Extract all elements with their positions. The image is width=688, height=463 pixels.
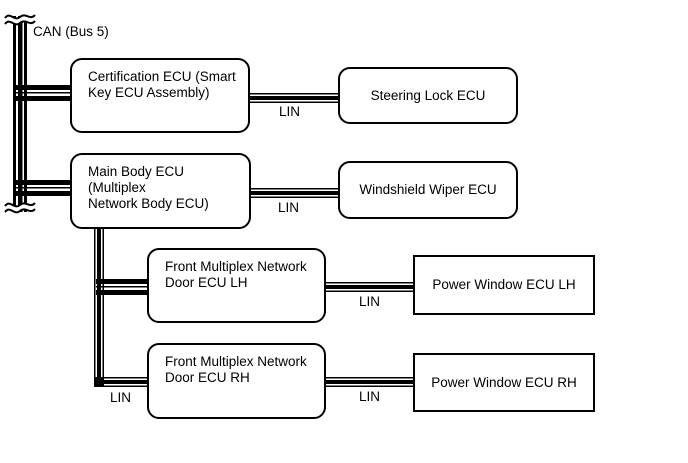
node-power-window-ecu-lh: Power Window ECU LH <box>413 255 595 315</box>
node-label-line: Door ECU LH <box>165 275 248 290</box>
lin-label: LIN <box>279 104 301 119</box>
bus-break-top-icon <box>4 14 36 26</box>
node-power-window-ecu-rh: Power Window ECU RH <box>413 353 595 412</box>
node-front-door-ecu-lh: Front Multiplex Network Door ECU LH <box>147 248 326 323</box>
node-certification-ecu: Certification ECU (Smart Key ECU Assembl… <box>70 58 250 133</box>
node-label-line: Windshield Wiper ECU <box>359 182 497 197</box>
node-label-line: Network Body ECU) <box>88 196 209 211</box>
lin-cable-doorlh-pwlh <box>325 282 414 292</box>
lin-label: LIN <box>278 200 300 215</box>
node-steering-lock-ecu: Steering Lock ECU <box>338 67 518 124</box>
node-label-line: Front Multiplex Network <box>165 354 307 369</box>
lin-elbow-corner <box>94 377 104 387</box>
lin-label: LIN <box>359 389 381 404</box>
lin-drop-front-door-lh <box>96 279 148 295</box>
lin-cable-mainbody-wiper <box>251 188 339 198</box>
bus-break-bottom-icon <box>4 202 36 214</box>
can-drop-certification <box>13 85 71 101</box>
node-label-line: Front Multiplex Network <box>165 259 307 274</box>
node-main-body-ecu: Main Body ECU (Multiplex Network Body EC… <box>70 153 251 229</box>
node-front-door-ecu-rh: Front Multiplex Network Door ECU RH <box>147 343 326 419</box>
lin-label: LIN <box>110 390 132 405</box>
node-windshield-wiper-ecu: Windshield Wiper ECU <box>338 161 518 219</box>
node-label-line: Main Body ECU (Multiplex <box>88 164 185 195</box>
node-label-line: Power Window ECU RH <box>431 374 577 390</box>
can-bus-label: CAN (Bus 5) <box>33 24 109 39</box>
lin-cable-cert-steering <box>250 93 339 103</box>
lin-elbow-front-door-rh <box>94 377 148 387</box>
can-drop-main-body <box>13 180 71 196</box>
node-label-line: Certification ECU (Smart <box>88 69 236 84</box>
lin-label: LIN <box>359 294 381 309</box>
node-label-line: Power Window ECU LH <box>432 277 576 292</box>
node-label-line: Key ECU Assembly) <box>88 85 210 100</box>
node-label-line: Door ECU RH <box>165 370 250 385</box>
lin-bus-vertical-line <box>94 229 104 387</box>
lin-cable-doorrh-pwrh <box>325 377 414 387</box>
can-bus-trunk-line <box>13 16 27 212</box>
node-label-line: Steering Lock ECU <box>370 87 486 103</box>
